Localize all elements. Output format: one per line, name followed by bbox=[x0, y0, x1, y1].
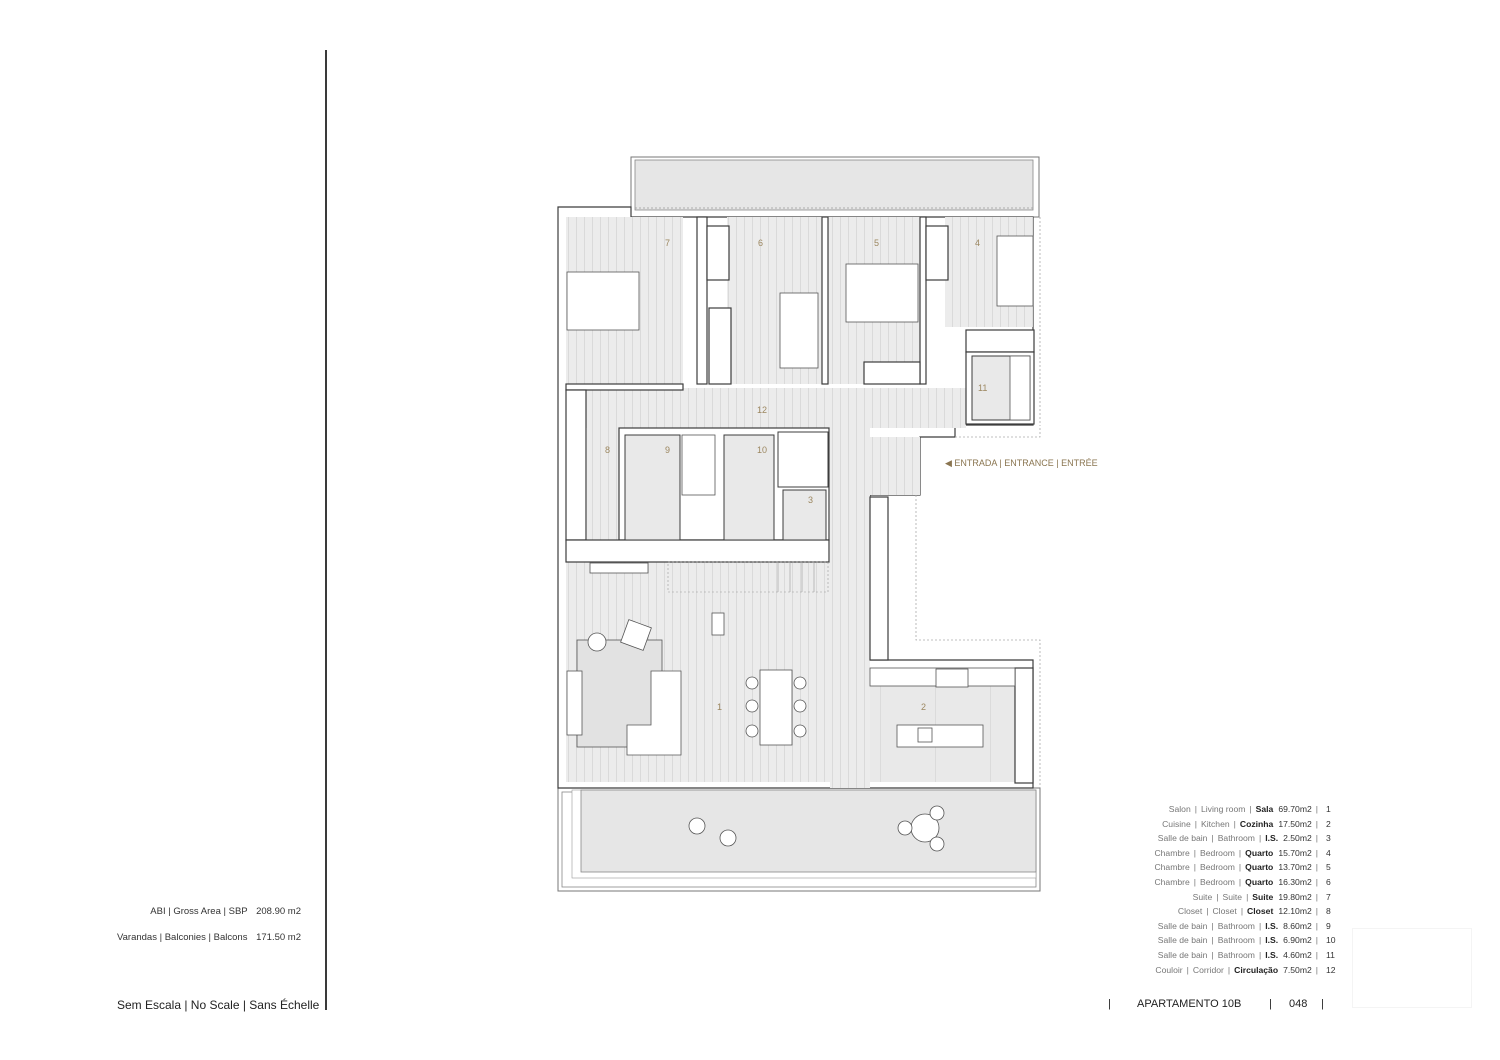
bed-icon bbox=[996, 235, 1034, 307]
tv-unit-icon bbox=[566, 670, 583, 736]
gross-area-row: ABI | Gross Area | SBP 208.90 m2 bbox=[117, 905, 301, 931]
stairs bbox=[667, 561, 829, 593]
cabinet-icon bbox=[589, 562, 649, 574]
gross-area-value: 208.90 m2 bbox=[256, 906, 301, 917]
entrance-label: ◀ ENTRADA | ENTRANCE | ENTRÉE bbox=[945, 458, 1098, 468]
top-balcony bbox=[630, 156, 1040, 218]
footer-separator: | bbox=[1269, 998, 1272, 1010]
footer-separator: | bbox=[1108, 998, 1111, 1010]
lamp-icon bbox=[587, 632, 607, 652]
area-summary: ABI | Gross Area | SBP 208.90 m2 Varanda… bbox=[117, 905, 301, 957]
room-label-9: 9 bbox=[665, 445, 670, 455]
sink-icon bbox=[917, 727, 933, 743]
room-3-floor bbox=[782, 489, 827, 541]
legend-row: Salle de bain|Bathroom|I.S.6.90m2|10 bbox=[1157, 935, 1336, 946]
room-label-12: 12 bbox=[757, 405, 767, 415]
shower-icon bbox=[1009, 355, 1031, 421]
scale-note: Sem Escala | No Scale | Sans Échelle bbox=[117, 998, 320, 1012]
watermark bbox=[1352, 928, 1472, 1008]
footer-separator: | bbox=[1321, 998, 1324, 1010]
dining-table-icon bbox=[759, 669, 793, 746]
balconies-area-label: Varandas | Balconies | Balcons bbox=[117, 932, 248, 943]
room-label-2: 2 bbox=[921, 702, 926, 712]
room-label-5: 5 bbox=[874, 238, 879, 248]
entrance-arrow-icon: ◀ bbox=[945, 458, 955, 468]
kitchen-island-icon bbox=[896, 724, 984, 748]
entrance-outline bbox=[915, 425, 1041, 788]
living-furniture bbox=[566, 562, 807, 756]
room-labels: 1 2 3 4 5 6 7 8 9 10 11 12 bbox=[605, 238, 987, 712]
bathtub-icon bbox=[681, 434, 716, 496]
storage bbox=[777, 431, 829, 488]
kitchen-furniture bbox=[869, 667, 1016, 748]
cooktop-icon bbox=[935, 668, 969, 688]
legend-row: Salle de bain|Bathroom|I.S.2.50m2|3 bbox=[1157, 833, 1331, 844]
room-9-floor bbox=[624, 434, 681, 541]
page-number: 048 bbox=[1289, 998, 1308, 1010]
room-label-7: 7 bbox=[665, 238, 670, 248]
ottoman-icon bbox=[711, 612, 725, 636]
divider-line bbox=[325, 50, 327, 1010]
entrance-hall-floor bbox=[862, 437, 920, 495]
room-label-4: 4 bbox=[975, 238, 980, 248]
room-label-8: 8 bbox=[605, 445, 610, 455]
bed-icon bbox=[845, 263, 919, 323]
project-title: APARTAMENTO 10B bbox=[1137, 998, 1242, 1010]
legend-row: Salle de bain|Bathroom|I.S.4.60m2|11 bbox=[1157, 949, 1335, 960]
balconies-area-value: 171.50 m2 bbox=[256, 932, 301, 943]
corridor-floor bbox=[566, 388, 966, 428]
room-label-11: 11 bbox=[978, 383, 987, 393]
armchair-icon bbox=[620, 619, 652, 651]
bed-icon bbox=[566, 271, 640, 331]
room-label-1: 1 bbox=[717, 702, 722, 712]
legend-row: Salle de bain|Bathroom|I.S.8.60m2|9 bbox=[1157, 920, 1331, 931]
room-label-3: 3 bbox=[808, 495, 813, 505]
sofa-icon bbox=[626, 670, 682, 756]
gross-area-label: ABI | Gross Area | SBP bbox=[150, 906, 248, 917]
room-10-floor bbox=[723, 434, 775, 541]
room-8-floor bbox=[587, 392, 619, 540]
beds bbox=[566, 235, 1034, 369]
room-label-6: 6 bbox=[758, 238, 763, 248]
balconies-area-row: Varandas | Balconies | Balcons 171.50 m2 bbox=[117, 931, 301, 957]
room-label-10: 10 bbox=[757, 445, 767, 455]
bed-icon bbox=[779, 292, 819, 369]
bottom-balcony bbox=[557, 787, 1041, 892]
